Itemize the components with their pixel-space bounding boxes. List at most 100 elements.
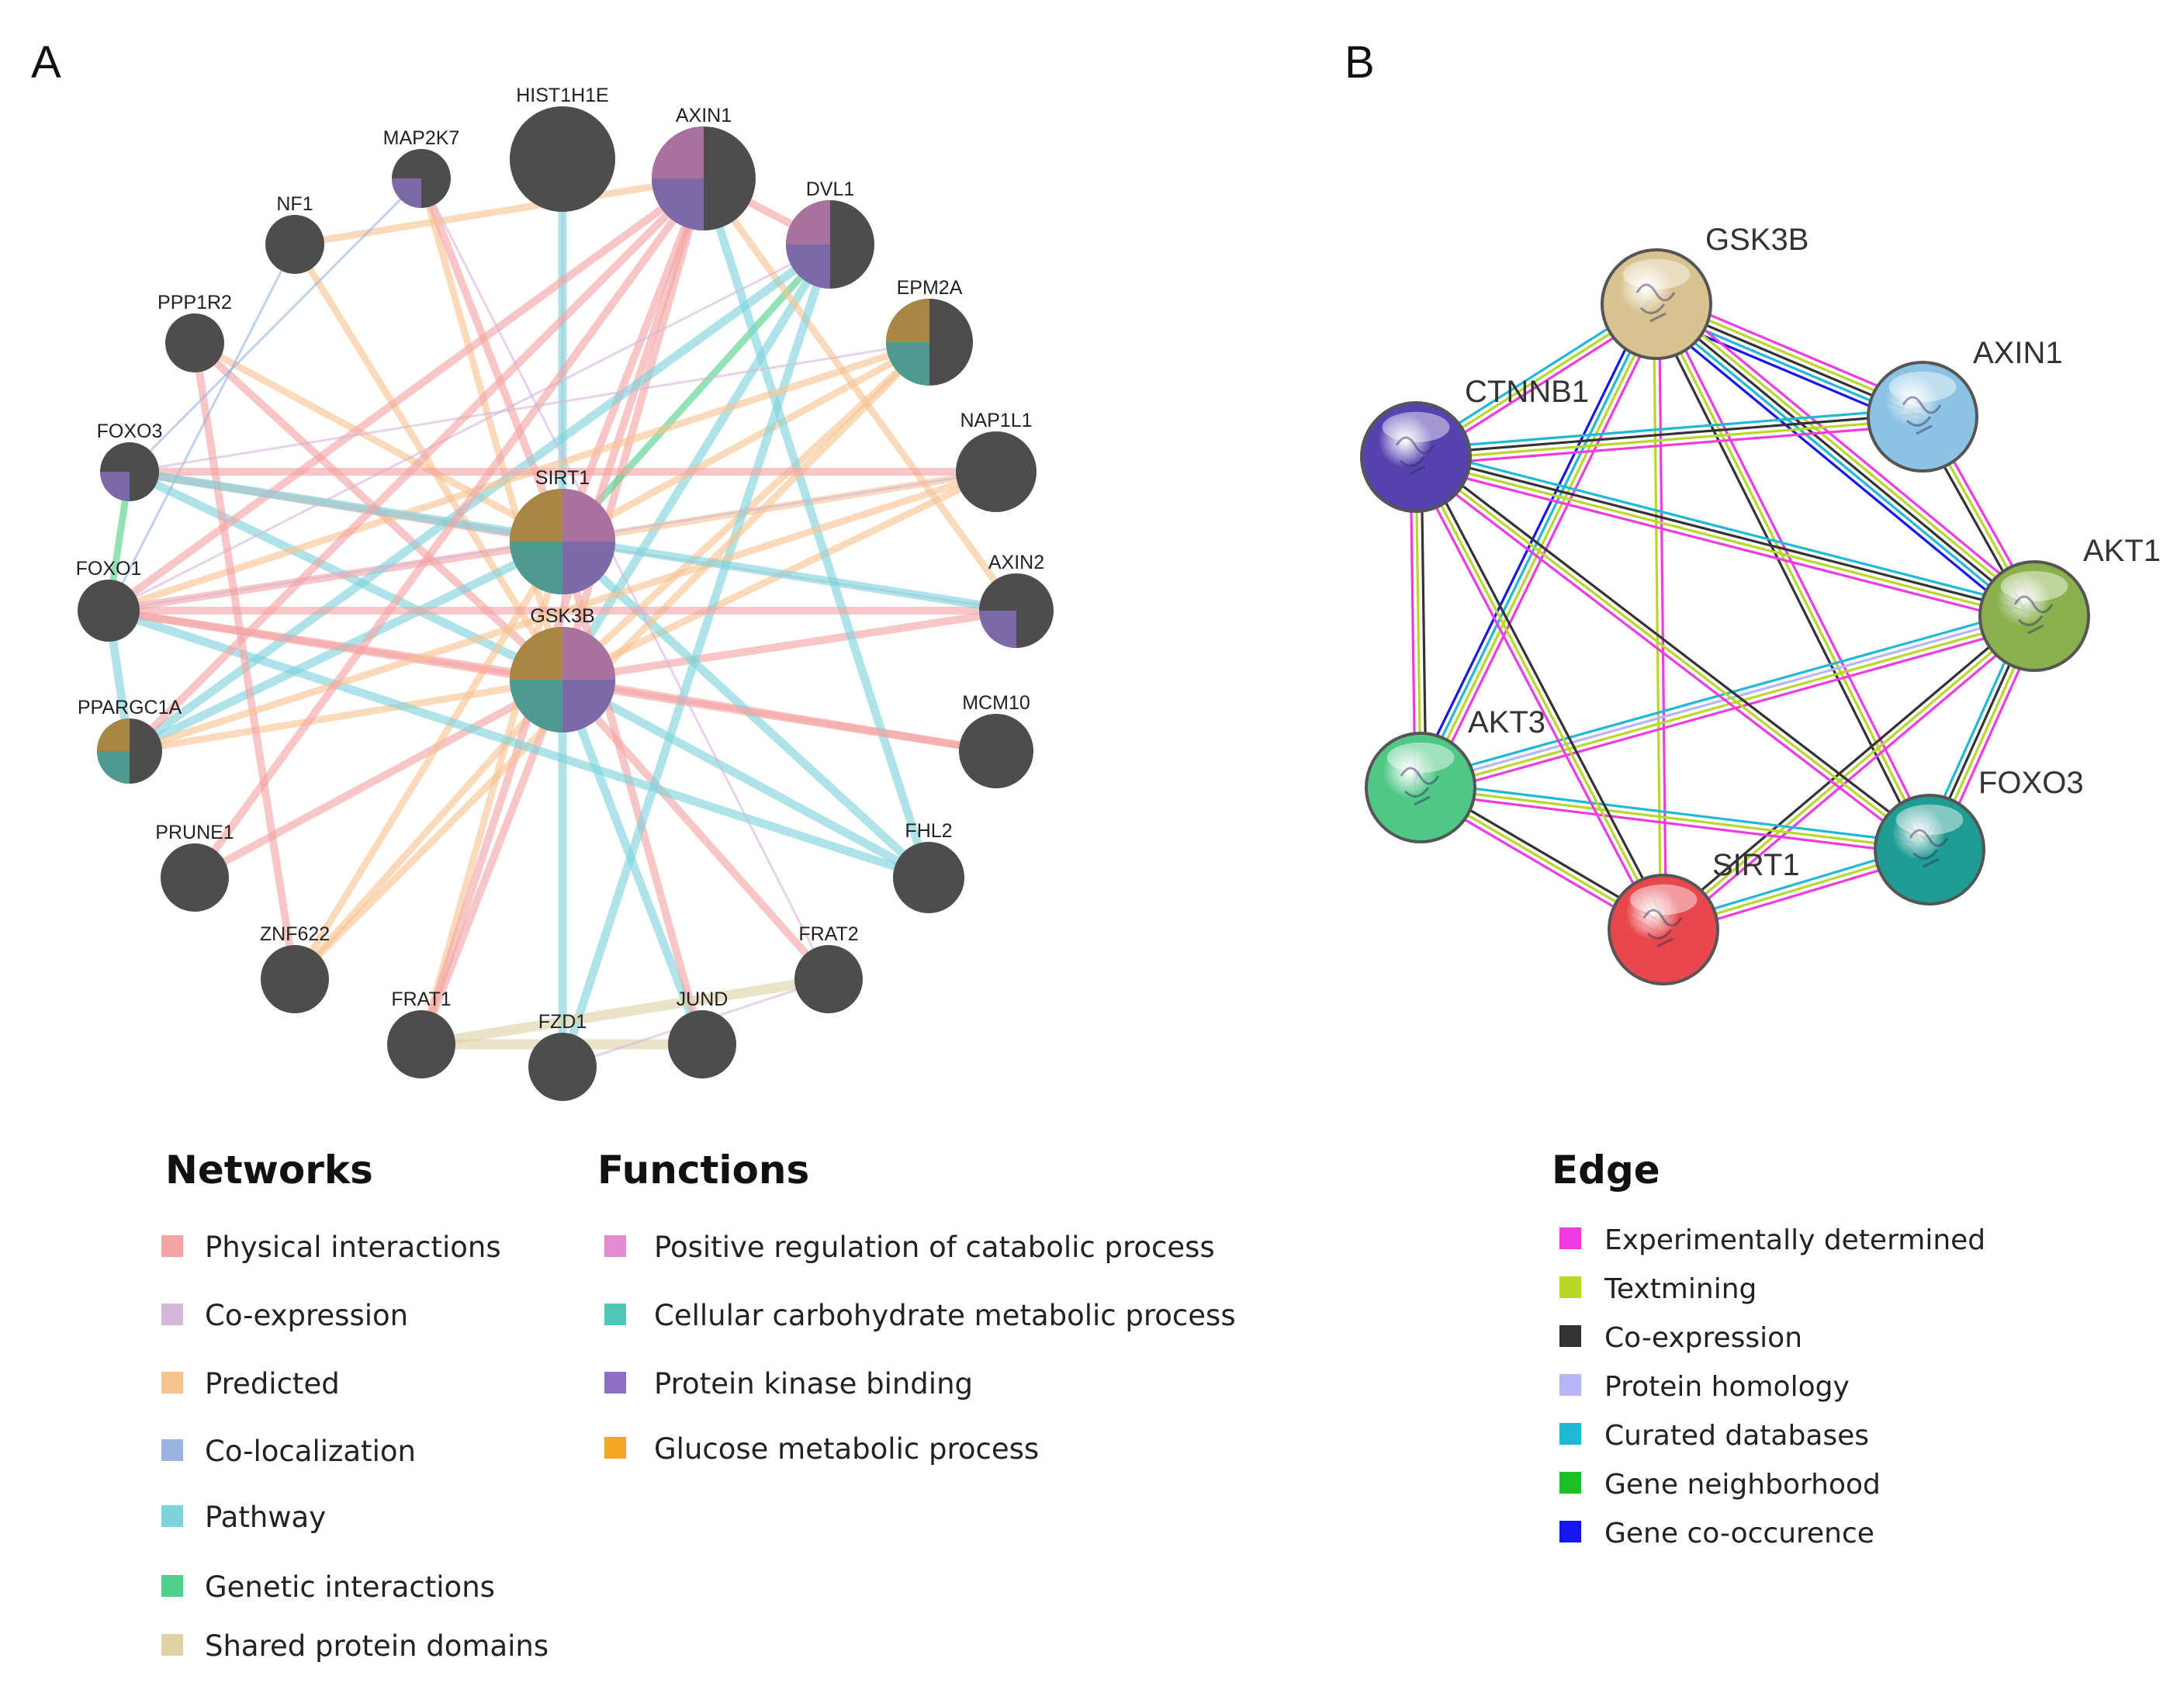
protein-structure-icon	[1642, 909, 1683, 948]
legend-item-glucose-metabolic-process: Glucose metabolic process	[604, 1432, 1039, 1466]
node-dvl1-function-pos_catabolic	[786, 200, 830, 244]
legend-item-positive-regulation-of-catabolic-process: Positive regulation of catabolic process	[604, 1231, 1215, 1264]
node-label: FHL2	[905, 820, 952, 842]
protein-structure-icon	[1395, 436, 1435, 476]
string-node-label: AXIN1	[1973, 336, 2063, 370]
node-mcm10[interactable]: MCM10	[959, 692, 1033, 788]
string-node-sirt1[interactable]: SIRT1	[1608, 848, 1800, 985]
string-node-akt3[interactable]: AKT3	[1365, 705, 1545, 843]
node-ppp1r2[interactable]: PPP1R2	[157, 292, 232, 372]
legend-item-co-expression: Co-expression	[1559, 1322, 1802, 1354]
legend-swatch	[1559, 1521, 1581, 1542]
legend-label: Textmining	[1604, 1273, 1757, 1305]
protein-structure-icon	[1902, 396, 1942, 435]
node-nap1l1[interactable]: NAP1L1	[956, 410, 1037, 512]
legend-item-experimentally-determined: Experimentally determined	[1559, 1224, 1985, 1256]
legend-networks-title: Networks	[165, 1148, 373, 1193]
legend-item-pathway: Pathway	[161, 1501, 326, 1534]
edge-map2k7-frat2	[420, 178, 830, 980]
legend-item-protein-homology: Protein homology	[1559, 1371, 1850, 1403]
edge-map2k7-foxo3	[128, 177, 423, 473]
legend-item-physical-interactions: Physical interactions	[161, 1231, 501, 1264]
node-foxo1[interactable]: FOXO1	[76, 558, 142, 642]
legend-item-shared-protein-domains: Shared protein domains	[161, 1629, 549, 1663]
legend-item-curated-databases: Curated databases	[1559, 1420, 1869, 1452]
node-dvl1-function-kinase	[786, 244, 830, 289]
edge-ppargc1a-axin1	[126, 175, 707, 754]
node-frat1[interactable]: FRAT1	[387, 988, 455, 1078]
node-ppargc1a[interactable]: PPARGC1A	[78, 697, 182, 784]
node-sirt1[interactable]: SIRT1	[510, 467, 615, 594]
node-foxo3[interactable]: FOXO3	[97, 421, 163, 501]
node-gsk3b-function-pos_catabolic	[562, 627, 615, 680]
string-node-ctnnb1[interactable]: CTNNB1	[1360, 375, 1589, 513]
edge-gsk3b-sirt1	[1652, 303, 1668, 930]
legend-swatch	[604, 1437, 626, 1459]
string-node-foxo3[interactable]: FOXO3	[1874, 766, 2084, 905]
legend-functions: Functions Positive regulation of catabol…	[597, 1148, 1236, 1466]
node-jund[interactable]: JUND	[668, 988, 736, 1078]
node-epm2a-function-glucose	[886, 299, 929, 342]
legend-swatch	[161, 1235, 183, 1257]
node-fhl2[interactable]: FHL2	[893, 820, 964, 913]
node-gsk3b[interactable]: GSK3B	[510, 605, 615, 732]
node-prune1[interactable]: PRUNE1	[155, 822, 234, 912]
edge-epm2a-foxo1	[107, 338, 931, 615]
node-label: HIST1H1E	[516, 85, 608, 106]
node-map2k7[interactable]: MAP2K7	[383, 127, 460, 208]
legend-swatch	[161, 1505, 183, 1527]
node-axin2[interactable]: AXIN2	[979, 552, 1054, 648]
node-label: PPARGC1A	[78, 697, 182, 718]
genemania-edges	[104, 159, 1019, 1068]
edge-ppargc1a-nap1l1	[128, 468, 998, 755]
node-znf622[interactable]: ZNF622	[260, 923, 330, 1013]
legend-swatch	[161, 1575, 183, 1597]
node-epm2a-function-carb_metabolic	[886, 342, 929, 386]
string-node-label: GSK3B	[1705, 223, 1808, 257]
legend-item-co-expression: Co-expression	[161, 1299, 408, 1332]
node-label: MCM10	[962, 692, 1030, 714]
node-dvl1[interactable]: DVL1	[786, 178, 874, 289]
node-nf1[interactable]: NF1	[265, 193, 324, 274]
legend-label: Curated databases	[1604, 1420, 1869, 1452]
node-label: SIRT1	[535, 467, 590, 489]
node-label: NF1	[276, 193, 313, 215]
edge-sirt1-map2k7	[417, 177, 566, 543]
node-map2k7-function-kinase	[392, 178, 421, 208]
legend-label: Experimentally determined	[1604, 1224, 1985, 1256]
legend-swatch	[604, 1304, 626, 1325]
legend-label: Protein kinase binding	[654, 1367, 973, 1400]
legend-swatch	[161, 1634, 183, 1656]
node-label: ZNF622	[260, 923, 330, 945]
node-axin1[interactable]: AXIN1	[652, 105, 756, 230]
string-node-label: FOXO3	[1978, 766, 2084, 800]
string-node-axin1[interactable]: AXIN1	[1867, 336, 2063, 473]
panel-b-letter: B	[1345, 37, 1375, 88]
legend-item-predicted: Predicted	[161, 1367, 340, 1400]
legend-swatch	[161, 1372, 183, 1394]
legend-networks: Networks Physical interactionsCo-express…	[161, 1148, 549, 1663]
node-frat2[interactable]: FRAT2	[794, 923, 863, 1013]
node-foxo3-function-kinase	[100, 472, 130, 501]
legend-swatch	[604, 1372, 626, 1394]
node-sirt1-function-carb_metabolic	[510, 542, 562, 594]
legend-item-cellular-carbohydrate-metabolic-process: Cellular carbohydrate metabolic process	[604, 1299, 1236, 1332]
node-epm2a[interactable]: EPM2A	[886, 277, 973, 386]
legend-label: Gene co-occurence	[1604, 1518, 1874, 1549]
node-fzd1[interactable]: FZD1	[528, 1011, 597, 1101]
node-label: MAP2K7	[383, 127, 460, 149]
legend-label: Positive regulation of catabolic process	[654, 1231, 1215, 1264]
node-hist1h1e[interactable]: HIST1H1E	[510, 85, 615, 212]
string-node-akt1[interactable]: AKT1	[1978, 534, 2161, 672]
node-label: AXIN2	[988, 552, 1044, 573]
string-node-gsk3b[interactable]: GSK3B	[1601, 223, 1808, 360]
node-sirt1-function-kinase	[562, 542, 615, 594]
legend-edge: Edge Experimentally determinedTextmining…	[1552, 1148, 1985, 1549]
edge-axin1-ctnnb1	[1415, 407, 1923, 467]
legend-label: Gene neighborhood	[1604, 1469, 1881, 1501]
edge-akt1-ctnnb1	[1413, 448, 2037, 625]
legend-item-textmining: Textmining	[1559, 1273, 1757, 1305]
edge-epm2a-znf622	[292, 339, 933, 982]
node-sirt1-function-glucose	[510, 489, 562, 542]
